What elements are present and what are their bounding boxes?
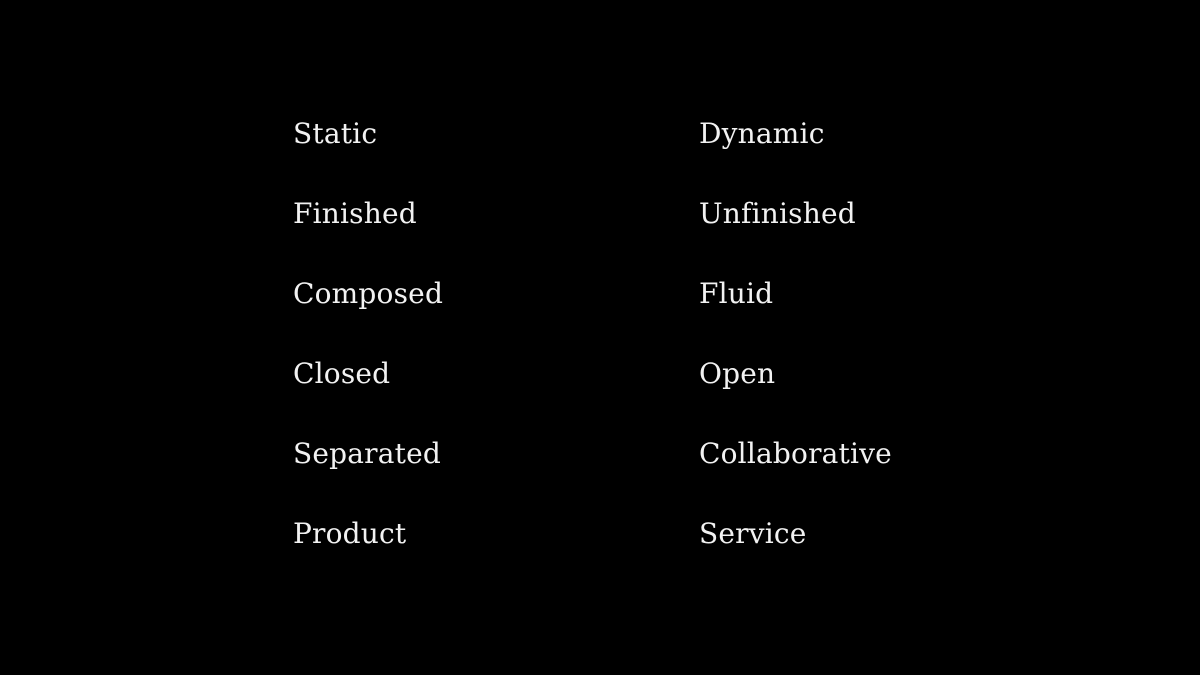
left-term-composed: Composed	[293, 277, 444, 310]
right-term-open: Open	[699, 357, 776, 390]
right-term-service: Service	[699, 517, 807, 550]
left-term-finished: Finished	[293, 197, 417, 230]
right-term-dynamic: Dynamic	[699, 117, 825, 150]
right-term-fluid: Fluid	[699, 277, 774, 310]
right-term-unfinished: Unfinished	[699, 197, 856, 230]
right-term-collaborative: Collaborative	[699, 437, 892, 470]
left-term-closed: Closed	[293, 357, 391, 390]
left-term-static: Static	[293, 117, 378, 150]
left-term-product: Product	[293, 517, 407, 550]
left-term-separated: Separated	[293, 437, 441, 470]
